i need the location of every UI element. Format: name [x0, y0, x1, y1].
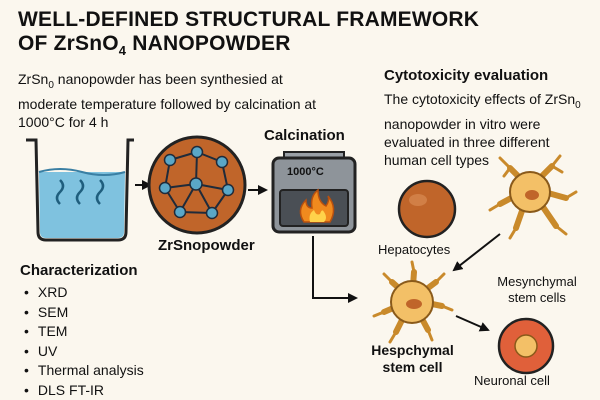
cyto-text-prefix: The cytotoxicity effects of ZrSn — [384, 91, 576, 107]
title-suffix: NANOPOWDER — [126, 32, 291, 55]
title-line-2: OF ZrSnO4 NANOPOWDER — [18, 32, 578, 63]
neuronal-cell-icon — [497, 317, 555, 375]
synthesis-description: ZrSn0 nanopowder has been synthesied at … — [18, 70, 318, 131]
title-line-1: WELL-DEFINED STRUCTURAL FRAMEWORK — [18, 8, 480, 31]
neuronal-label: Neuronal cell — [474, 373, 550, 388]
arrow-mesenchymal — [452, 233, 501, 272]
arrow-to-neuronal — [455, 315, 490, 332]
page-title: WELL-DEFINED STRUCTURAL FRAMEWORK OF ZrS… — [18, 8, 578, 63]
list-item: TEM — [24, 322, 144, 342]
intro-text: nanopowder has been synthesied at modera… — [18, 71, 317, 130]
mesenchymal-label: Mesynchymal stem cells — [497, 274, 577, 305]
characterization-list: XRD SEM TEM UV Thermal analysis DLS FT-I… — [24, 283, 144, 400]
hespchymal-label: Hespchymal stem cell — [371, 342, 454, 375]
list-item: DLS FT-IR — [24, 381, 144, 400]
list-item: XRD — [24, 283, 144, 303]
cytotoxicity-description: The cytotoxicity effects of ZrSn0 nanopo… — [384, 90, 594, 169]
title-formula: OF ZrSnO — [18, 32, 119, 55]
furnace-temperature: 1000°C — [287, 166, 324, 178]
intro-formula: ZrSn — [18, 71, 49, 87]
cyto-text-suffix: nanopowder in vitro were evaluated in th… — [384, 115, 550, 168]
hepatocyte-cell-icon — [397, 179, 457, 239]
cytotoxicity-heading: Cytotoxicity evaluation — [384, 67, 549, 84]
arrow-to-cells — [312, 236, 358, 303]
calcination-label: Calcination — [264, 127, 345, 144]
list-item: SEM — [24, 303, 144, 323]
beaker-icon — [26, 138, 134, 242]
nanopowder-structure-icon — [147, 135, 247, 235]
list-item: UV — [24, 342, 144, 362]
nanopowder-label: ZrSnopowder — [158, 237, 255, 254]
furnace-icon — [271, 151, 357, 234]
title-subscript: 4 — [118, 43, 127, 59]
mesenchymal-stem-cell-icon — [488, 154, 578, 240]
characterization-heading: Characterization — [20, 262, 138, 279]
cyto-subscript: 0 — [575, 99, 581, 111]
hespchymal-stem-cell-icon — [372, 260, 454, 344]
hepatocytes-label: Hepatocytes — [378, 242, 451, 257]
intro-subscript: 0 — [48, 79, 54, 91]
list-item: Thermal analysis — [24, 361, 144, 381]
